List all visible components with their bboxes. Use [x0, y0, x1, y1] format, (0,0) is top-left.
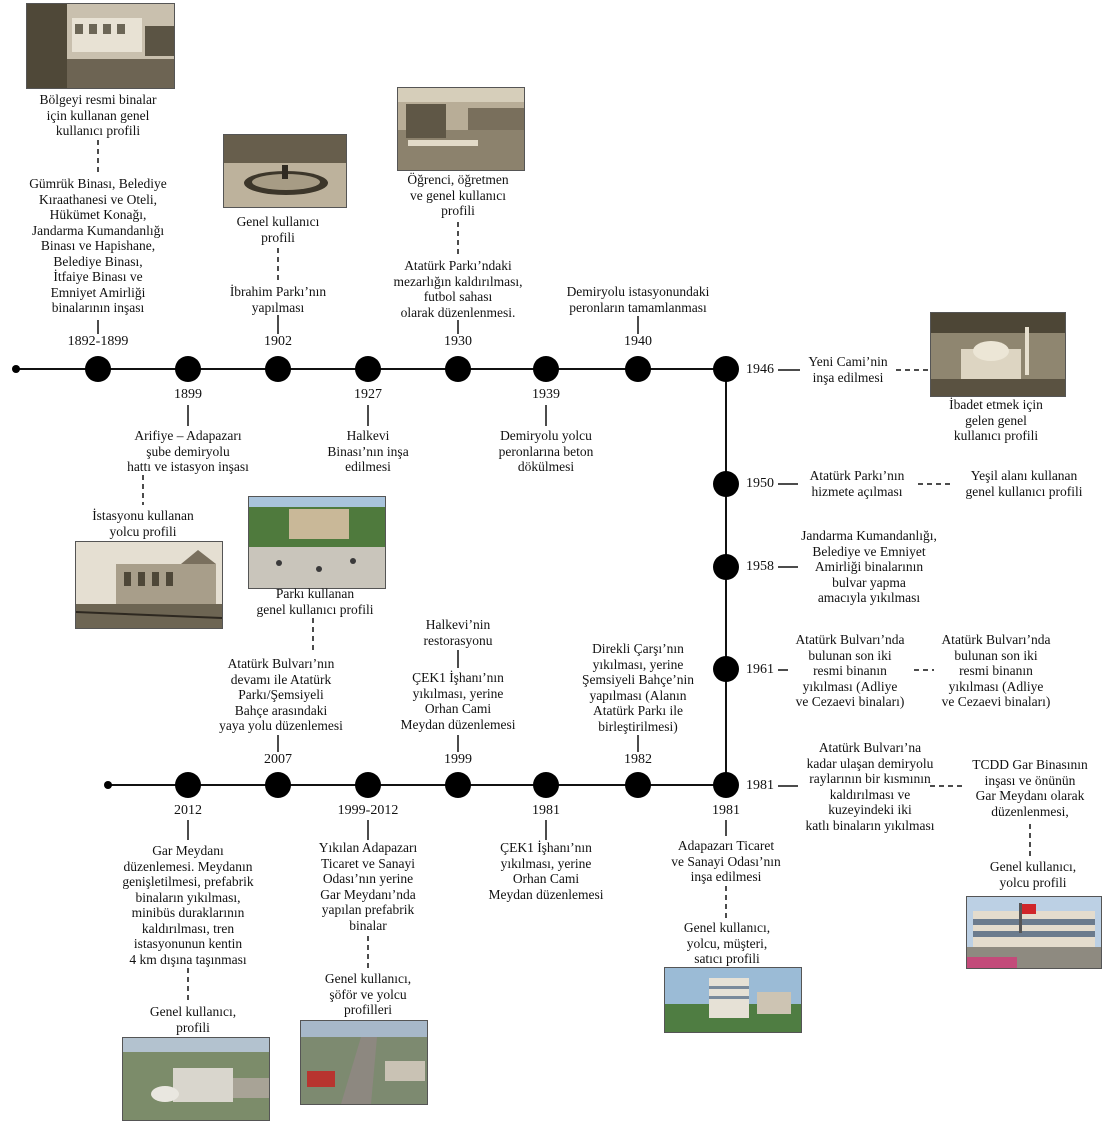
- photo-government-buildings: [26, 3, 175, 89]
- dot-2012: [175, 772, 201, 798]
- dot-1940: [625, 356, 651, 382]
- year-1981-below: 1981: [686, 803, 766, 819]
- event-1961-repeat: Atatürk Bulvarı’nda bulunan son iki resm…: [941, 632, 1051, 709]
- photo-ibrahim-park: [223, 134, 347, 208]
- profile-1899: İstasyonu kullanan yolcu profili: [92, 508, 194, 539]
- start-dot-top: [12, 365, 20, 373]
- year-2007: 2007: [238, 752, 318, 768]
- dot-1939: [533, 356, 559, 382]
- event-2007: Atatürk Bulvarı’nın devamı ile Atatürk P…: [219, 656, 343, 733]
- event-1939: Demiryolu yolcu peronlarına beton dökülm…: [498, 428, 594, 474]
- year-1958: 1958: [742, 559, 778, 575]
- photo-ataturk-park-field: [397, 87, 525, 171]
- event-1981-chamber: Adapazarı Ticaret ve Sanayi Odası’nın in…: [671, 838, 781, 884]
- dot-1946: [713, 356, 739, 382]
- dot-1950: [713, 471, 739, 497]
- profile-1946: İbadet etmek için gelen genel kullanıcı …: [949, 397, 1043, 443]
- event-1981-rails: Atatürk Bulvarı’na kadar ulaşan demiryol…: [805, 740, 935, 833]
- year-1999-2012: 1999-2012: [328, 803, 408, 819]
- event-1999-restoration: Halkevi’nin restorasyonu: [423, 617, 493, 648]
- dot-1899: [175, 356, 201, 382]
- dot-1981b: [533, 772, 559, 798]
- profile-1930: Öğrenci, öğretmen ve genel kullanıcı pro…: [407, 172, 509, 218]
- event-1982: Direkli Çarşı’nın yıkılması, yerine Şems…: [581, 641, 695, 734]
- event-1999-cek1: ÇEK1 İşhanı’nın yıkılması, yerine Orhan …: [400, 670, 516, 732]
- year-1899: 1899: [148, 387, 228, 403]
- dot-1999: [445, 772, 471, 798]
- event-1940: Demiryolu istasyonundaki peronların tama…: [566, 284, 710, 315]
- photo-station: [75, 541, 223, 629]
- profile-2007: Parkı kullanan genel kullanıcı profili: [256, 586, 374, 617]
- event-2012: Gar Meydanı düzenlemesi. Meydanın genişl…: [122, 843, 254, 967]
- dot-1892: [85, 356, 111, 382]
- profile-2012: Genel kullanıcı, profili: [149, 1004, 237, 1035]
- photo-prefabricated-buildings: [300, 1020, 428, 1105]
- profile-1902: Genel kullanıcı profili: [236, 214, 320, 245]
- year-1892-1899: 1892-1899: [58, 334, 138, 350]
- event-1981-cek1: ÇEK1 İşhanı’nın yıkılması, yerine Orhan …: [488, 840, 604, 902]
- event-1946: Yeni Cami’nin inşa edilmesi: [808, 354, 888, 385]
- event-1981-gar: TCDD Gar Binasının inşası ve önünün Gar …: [972, 757, 1088, 819]
- year-1981-right: 1981: [742, 778, 778, 794]
- event-1927: Halkevi Binası’nın inşa edilmesi: [327, 428, 409, 474]
- year-1927: 1927: [328, 387, 408, 403]
- year-1946: 1946: [742, 362, 778, 378]
- profile-1892: Bölgeyi resmi binalar için kullanan gene…: [39, 92, 157, 138]
- dot-1902: [265, 356, 291, 382]
- event-1958: Jandarma Kumandanlığı, Belediye ve Emniy…: [801, 528, 937, 605]
- profile-1999-2012: Genel kullanıcı, şöför ve yolcu profille…: [324, 971, 412, 1017]
- dot-1982: [625, 772, 651, 798]
- year-1950: 1950: [742, 476, 778, 492]
- year-1982: 1982: [598, 752, 678, 768]
- dot-1999-2012: [355, 772, 381, 798]
- event-1930: Atatürk Parkı’ndaki mezarlığın kaldırılm…: [393, 258, 523, 320]
- year-1902: 1902: [238, 334, 318, 350]
- event-1961: Atatürk Bulvarı’nda bulunan son iki resm…: [795, 632, 905, 709]
- photo-yeni-cami: [930, 312, 1066, 397]
- dot-1961: [713, 656, 739, 682]
- year-1999: 1999: [418, 752, 498, 768]
- profile-1981-chamber: Genel kullanıcı, yolcu, müşteri, satıcı …: [683, 920, 771, 966]
- event-1899: Arifiye – Adapazarı şube demiryolu hattı…: [127, 428, 249, 474]
- event-1950: Atatürk Parkı’nın hizmete açılması: [809, 468, 905, 499]
- dot-2007: [265, 772, 291, 798]
- dot-1958: [713, 554, 739, 580]
- year-1930: 1930: [418, 334, 498, 350]
- event-1902: İbrahim Parkı’nın yapılması: [229, 284, 327, 315]
- start-dot-bottom: [104, 781, 112, 789]
- profile-1950: Yeşil alanı kullanan genel kullanıcı pro…: [965, 468, 1083, 499]
- year-2012: 2012: [148, 803, 228, 819]
- photo-park-users: [248, 496, 386, 589]
- photo-gar-square: [122, 1037, 270, 1121]
- year-1939: 1939: [506, 387, 586, 403]
- photo-chamber-of-commerce: [664, 967, 802, 1033]
- event-1892: Gümrük Binası, Belediye Kıraathanesi ve …: [29, 176, 167, 315]
- dot-1930: [445, 356, 471, 382]
- year-1961: 1961: [742, 662, 778, 678]
- dot-1927: [355, 356, 381, 382]
- profile-1981-gar: Genel kullanıcı, yolcu profili: [989, 859, 1077, 890]
- event-1999-2012: Yıkılan Adapazarı Ticaret ve Sanayi Odas…: [318, 840, 418, 933]
- year-1940: 1940: [598, 334, 678, 350]
- photo-gar-building: [966, 896, 1102, 969]
- year-1981-bottom: 1981: [506, 803, 586, 819]
- dot-1981-corner: [713, 772, 739, 798]
